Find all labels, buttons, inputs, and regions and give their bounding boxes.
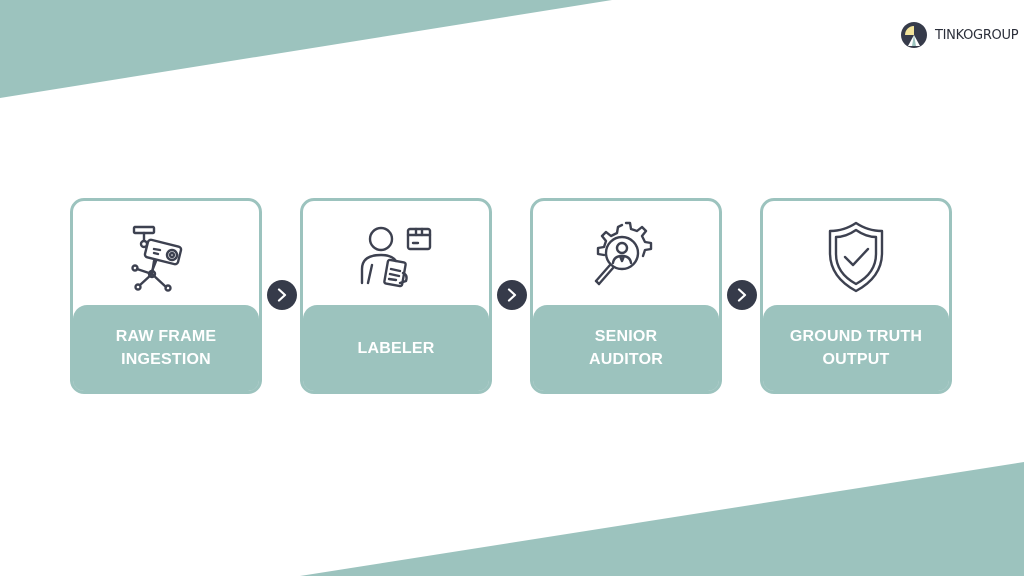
step-card-senior-auditor: SENIOR AUDITOR — [530, 198, 722, 394]
person-with-clipboard-icon — [360, 226, 432, 288]
gear-magnifier-person-icon — [594, 221, 653, 286]
step-label: SENIOR AUDITOR — [533, 305, 719, 391]
chevron-right-icon — [737, 288, 747, 302]
logo-mark-icon — [901, 22, 927, 48]
chevron-right-icon — [507, 288, 517, 302]
brand-logo: TINKOGROUP — [899, 20, 1019, 50]
step-card-labeler: LABELER — [300, 198, 492, 394]
step-label: LABELER — [303, 305, 489, 391]
shield-check-icon — [828, 221, 884, 293]
chevron-right-icon — [277, 288, 287, 302]
surveillance-camera-icon — [131, 225, 183, 292]
flow-arrow-2 — [497, 280, 527, 310]
step-card-ground-truth-output: GROUND TRUTH OUTPUT — [760, 198, 952, 394]
step-label: GROUND TRUTH OUTPUT — [763, 305, 949, 391]
flow-arrow-3 — [727, 280, 757, 310]
bottom-right-band — [300, 462, 1024, 576]
step-card-raw-frame-ingestion: RAW FRAME INGESTION — [70, 198, 262, 394]
top-left-band — [0, 0, 612, 98]
logo-text: TINKOGROUP — [935, 27, 1019, 43]
flow-arrow-1 — [267, 280, 297, 310]
step-label: RAW FRAME INGESTION — [73, 305, 259, 391]
